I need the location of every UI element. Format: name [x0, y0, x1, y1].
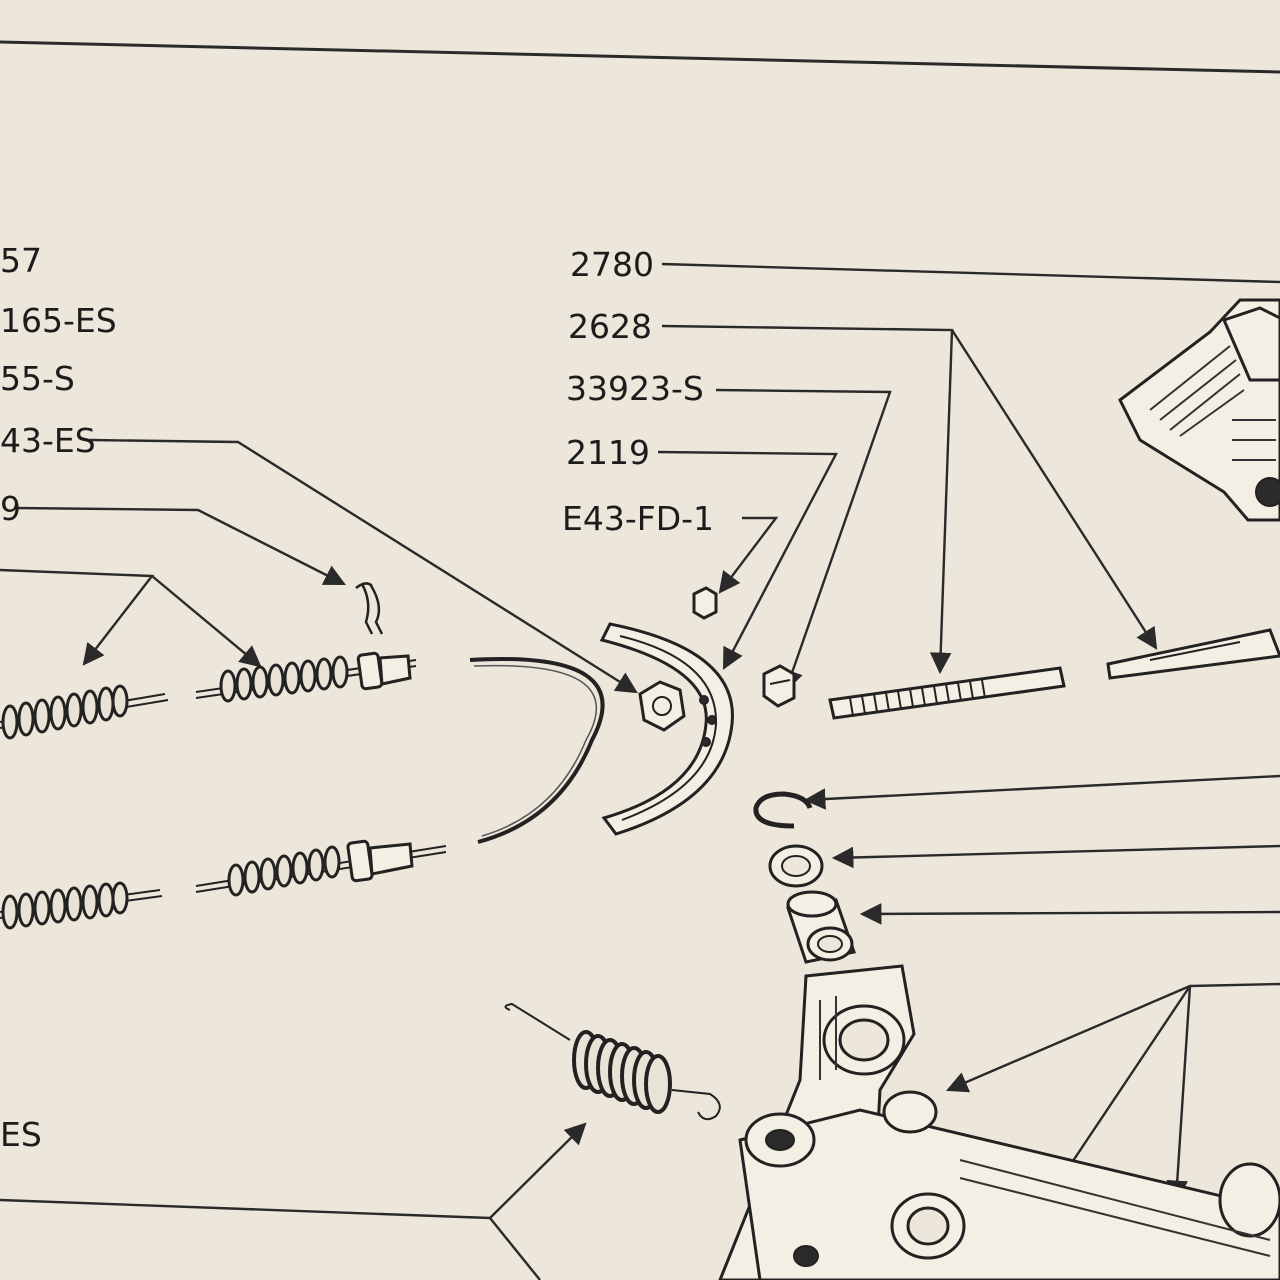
- clevis-rod: [1106, 628, 1280, 680]
- cable-spring-lower-left: [0, 881, 163, 930]
- page-border-line: [0, 40, 1280, 74]
- label-E43-FD-1: E43-FD-1: [562, 499, 715, 538]
- nut-small-upper: [692, 586, 718, 620]
- label-left-4: 43-ES: [0, 421, 96, 460]
- label-left-1: 57: [0, 241, 42, 280]
- snap-ring: [753, 791, 813, 829]
- label-2780: 2780: [570, 245, 654, 284]
- label-2119: 2119: [566, 433, 650, 472]
- bushing: [786, 890, 856, 964]
- cable-spring-upper-center: [195, 651, 417, 703]
- washer: [768, 844, 824, 888]
- nut-small-right: [762, 664, 796, 708]
- label-left-2: 165-ES: [0, 301, 117, 340]
- cable-loop: [469, 657, 605, 844]
- center-leaders: [657, 262, 1280, 693]
- equalizer-bracket: [599, 622, 734, 836]
- label-33923-S: 33923-S: [566, 369, 704, 408]
- label-2628: 2628: [568, 307, 652, 346]
- bracket-top-right: [1118, 298, 1280, 522]
- lever-assembly: [718, 964, 1280, 1280]
- nut-large: [638, 680, 686, 732]
- return-spring: [504, 1002, 721, 1121]
- label-left-5: 9: [0, 489, 21, 528]
- label-left-6: ES: [0, 1115, 42, 1154]
- cable-spring-lower-center: [195, 839, 447, 897]
- cable-spring-upper-left: [0, 684, 169, 740]
- threaded-rod: [828, 666, 1066, 720]
- left-leaders: [0, 438, 638, 1280]
- label-left-3: 55-S: [0, 359, 75, 398]
- cotter-pin: [355, 582, 384, 635]
